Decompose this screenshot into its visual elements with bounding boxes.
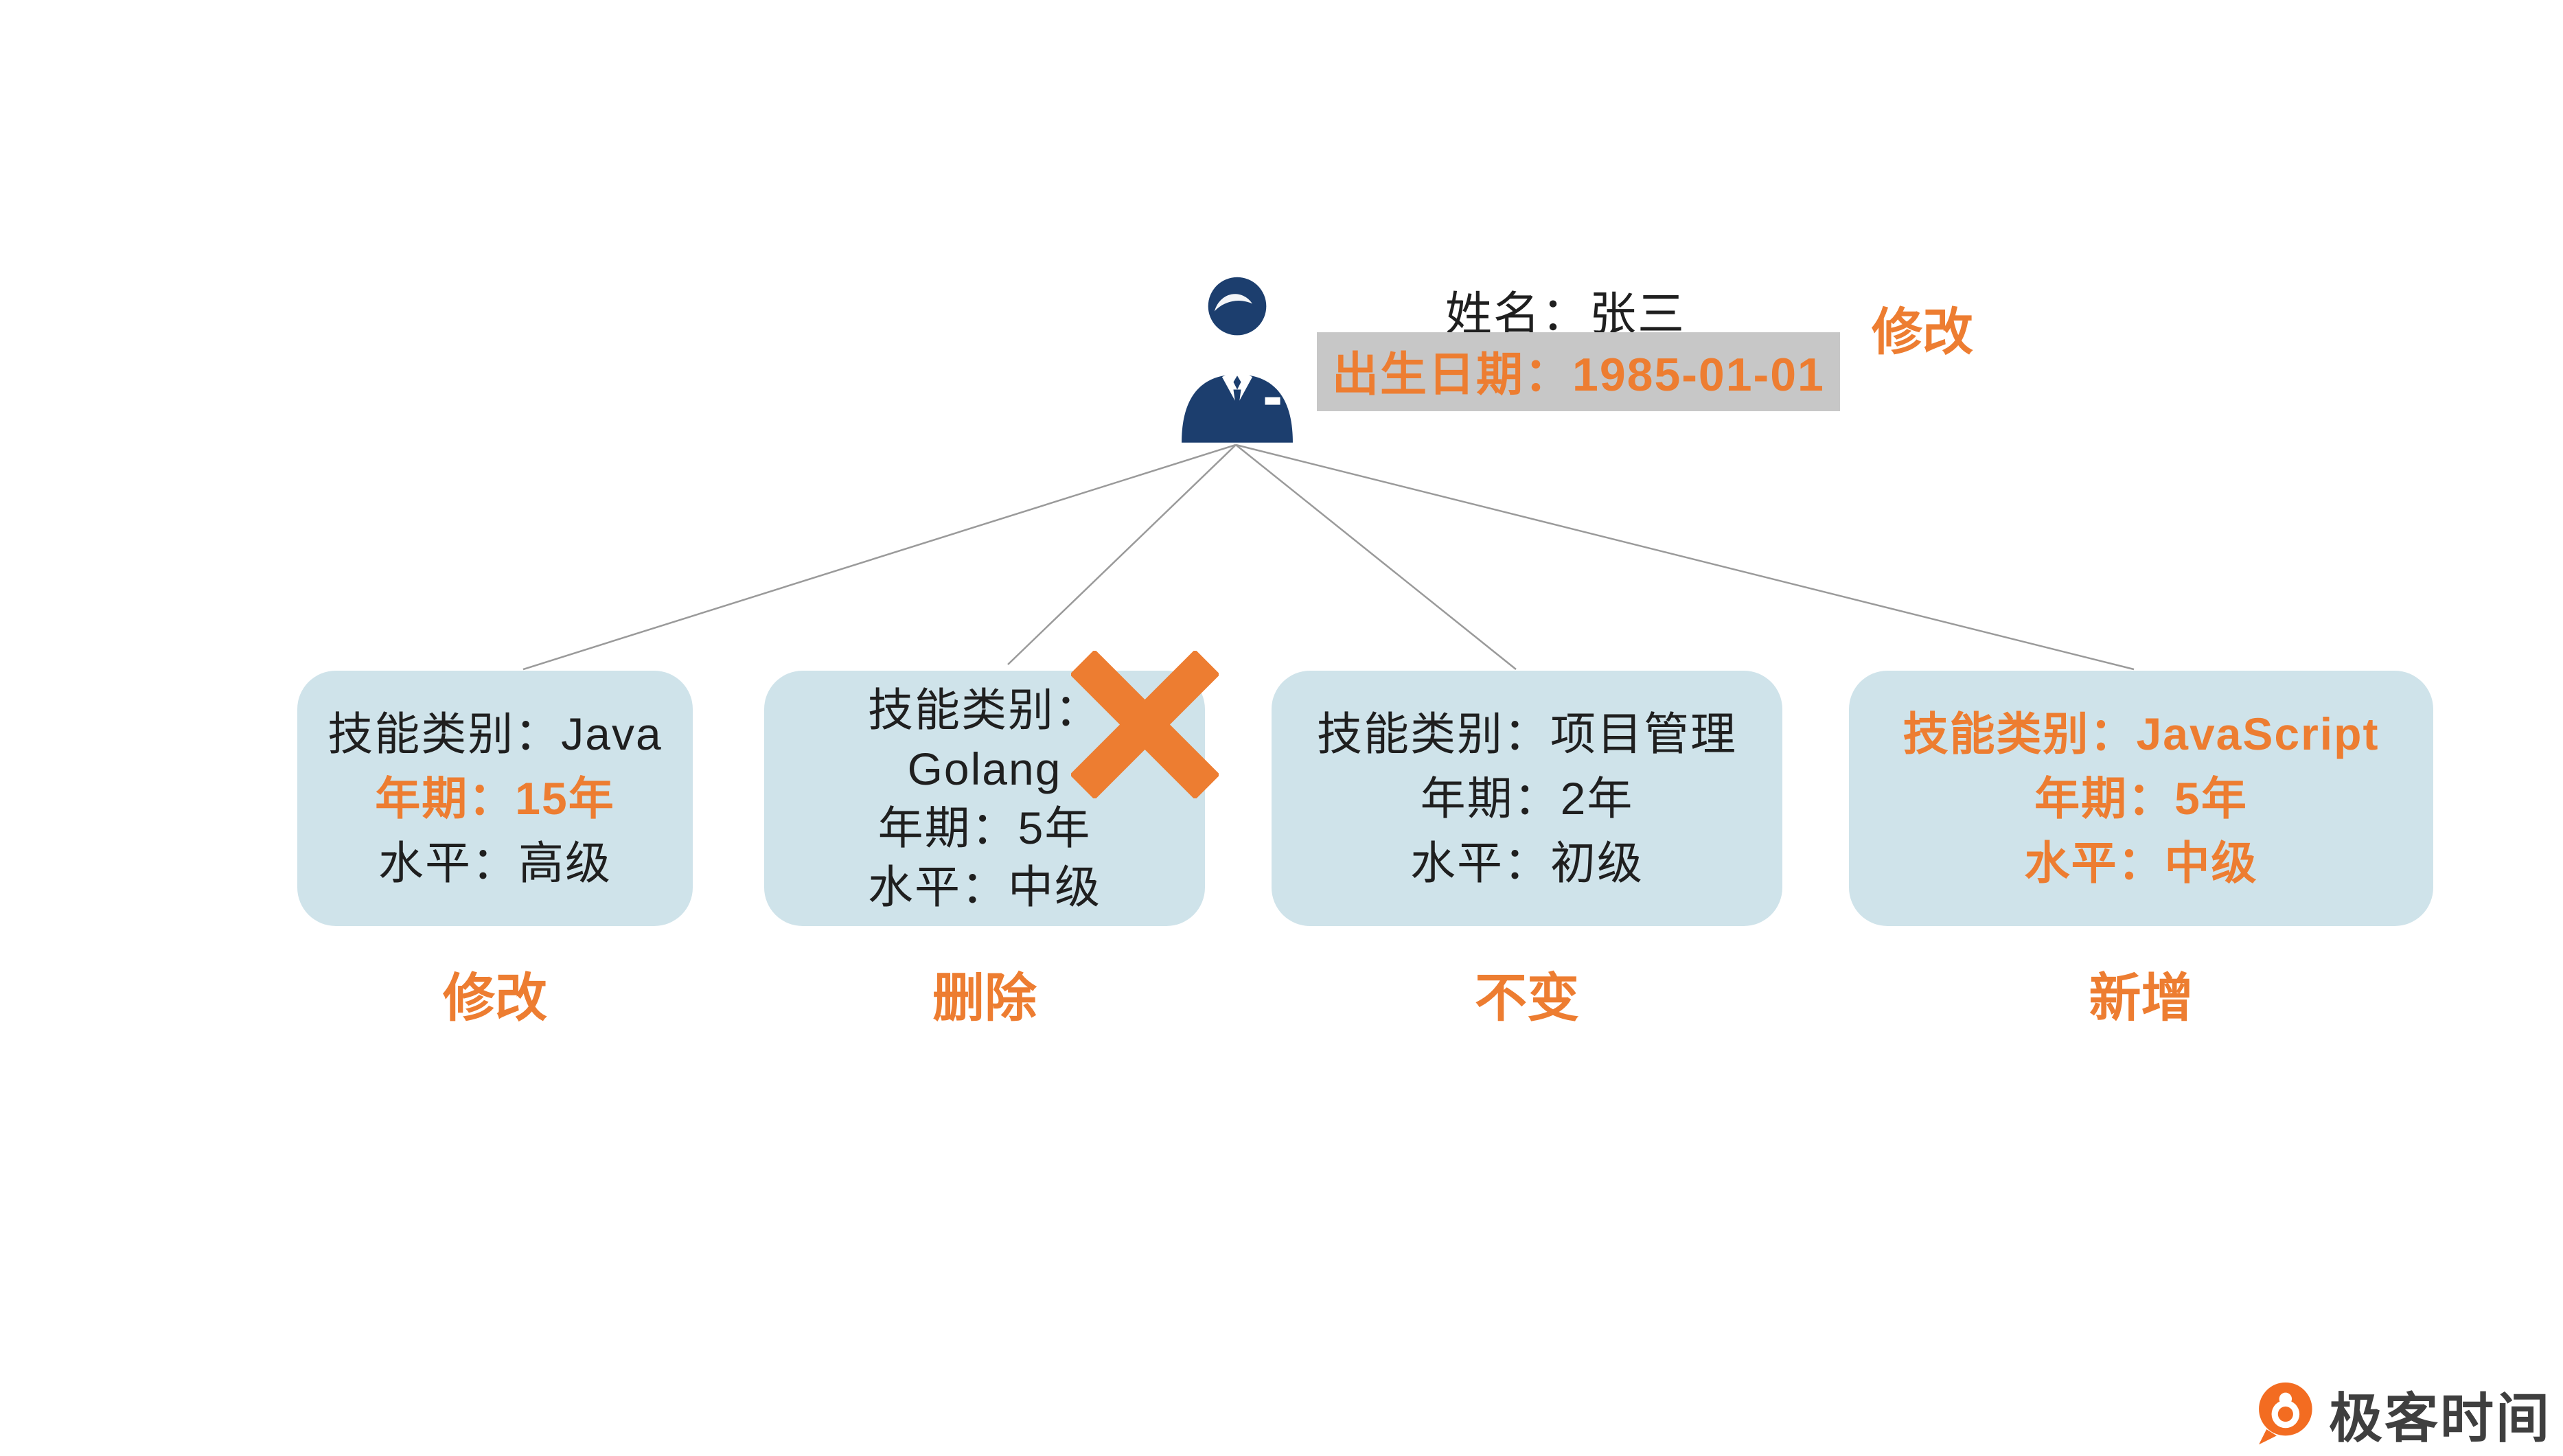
skill-category-value: Golang xyxy=(907,743,1062,794)
skill-card-java: 技能类别：Java 年期：15年 水平：高级 xyxy=(297,671,693,926)
skill-level: 水平：初级 xyxy=(1410,837,1644,888)
skill-years: 年期：5年 xyxy=(2034,773,2248,824)
skill-years: 年期：15年 xyxy=(375,773,615,824)
skill-category: 技能类别：项目管理 xyxy=(1317,708,1737,759)
connector-line xyxy=(522,443,1237,671)
skill-category: 技能类别： xyxy=(868,684,1101,735)
delete-x-icon xyxy=(1069,649,1221,800)
skill-annotation-add: 新增 xyxy=(2089,969,2194,1028)
skill-card-project-management: 技能类别：项目管理 年期：2年 水平：初级 xyxy=(1272,671,1782,926)
skill-card-golang: 技能类别： Golang 年期：5年 水平：中级 xyxy=(764,671,1205,926)
connector-line xyxy=(1235,444,1517,670)
skill-level: 水平：中级 xyxy=(868,862,1101,912)
skill-category: 技能类别：JavaScript xyxy=(1903,708,2380,759)
skill-annotation-delete: 删除 xyxy=(932,969,1037,1028)
connector-line xyxy=(1007,444,1237,665)
brand-logo: 极客时间 xyxy=(2252,1376,2551,1453)
person-name-text: 姓名：张三 xyxy=(1445,288,1686,340)
skill-years: 年期：2年 xyxy=(1420,773,1634,824)
businessman-icon xyxy=(1182,277,1293,443)
person-birth-highlight: 出生日期：1985-01-01 xyxy=(1317,332,1840,411)
skill-level: 水平：高级 xyxy=(378,837,612,888)
connector-line xyxy=(1235,443,2135,671)
skill-card-javascript: 技能类别：JavaScript 年期：5年 水平：中级 xyxy=(1849,671,2433,926)
person-icon xyxy=(1174,262,1300,446)
skill-level: 水平：中级 xyxy=(2024,837,2258,888)
skill-category: 技能类别：Java xyxy=(327,708,663,759)
skill-annotation-modify: 修改 xyxy=(443,969,547,1028)
skill-years: 年期：5年 xyxy=(877,802,1092,853)
geektime-logo-icon xyxy=(2252,1381,2317,1447)
skill-annotation-unchanged: 不变 xyxy=(1475,969,1579,1028)
person-change-annotation: 修改 xyxy=(1872,303,1973,360)
brand-logo-text: 极客时间 xyxy=(2329,1388,2552,1448)
